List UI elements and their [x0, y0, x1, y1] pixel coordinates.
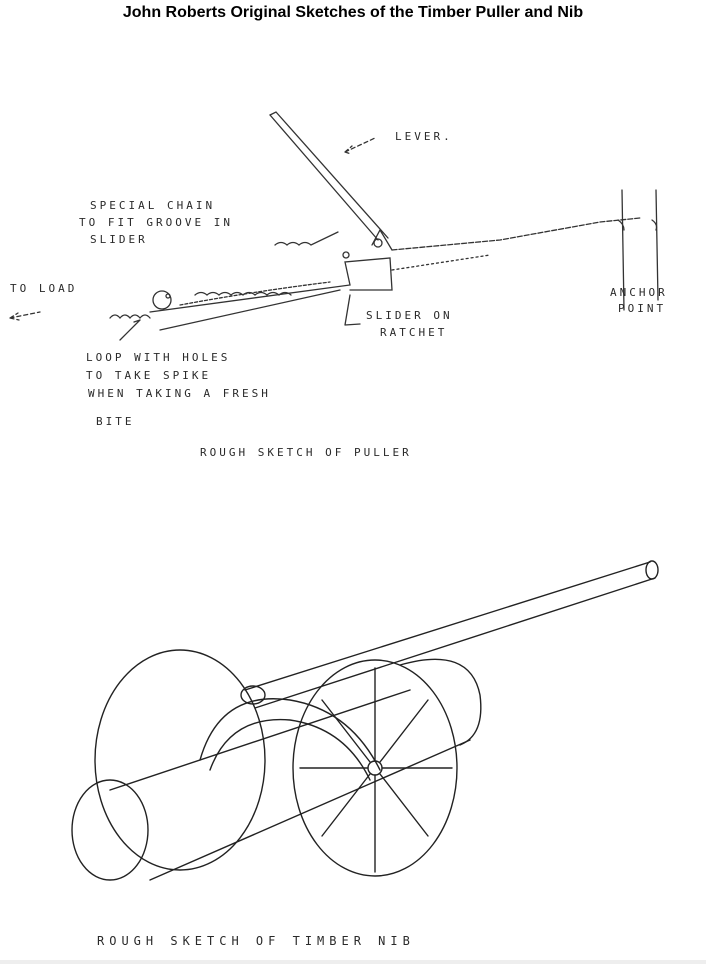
page-title: John Roberts Original Sketches of the Ti… [122, 4, 584, 21]
label-special-chain: SLIDER [90, 233, 148, 246]
label-loop: BITE [96, 415, 135, 428]
label-loop: WHEN TAKING A FRESH [88, 387, 271, 400]
pole-drawing [244, 560, 659, 709]
label-slider-on-ratchet: SLIDER ON [366, 309, 453, 322]
label-to-load: TO LOAD [10, 282, 78, 295]
puller-sketch [9, 111, 659, 341]
nib-caption: ROUGH SKETCH OF TIMBER NIB [97, 934, 415, 948]
slider-pointer [344, 294, 361, 326]
rear-wheel [94, 649, 266, 871]
puller-caption: ROUGH SKETCH OF PULLER [200, 446, 412, 459]
label-lever: LEVER. [395, 130, 453, 143]
to-load-arrow [9, 311, 41, 321]
label-special-chain: TO FIT GROOVE IN [79, 216, 233, 229]
label-anchor-point: POINT [618, 302, 667, 315]
anchor-post [617, 189, 659, 311]
front-wheel [292, 659, 458, 877]
axle-arch [199, 685, 381, 781]
label-anchor-point: ANCHOR [610, 286, 668, 299]
chain-drawing [109, 231, 383, 320]
label-slider-on-ratchet: RATCHET [380, 326, 448, 339]
page-bottom-edge [0, 960, 706, 964]
loop-pointer [119, 319, 141, 341]
label-special-chain: SPECIAL CHAIN [90, 199, 216, 212]
log-drawing [71, 658, 482, 881]
label-loop: TO TAKE SPIKE [86, 369, 212, 382]
lever-arrow [344, 137, 376, 155]
label-loop: LOOP WITH HOLES [86, 351, 231, 364]
